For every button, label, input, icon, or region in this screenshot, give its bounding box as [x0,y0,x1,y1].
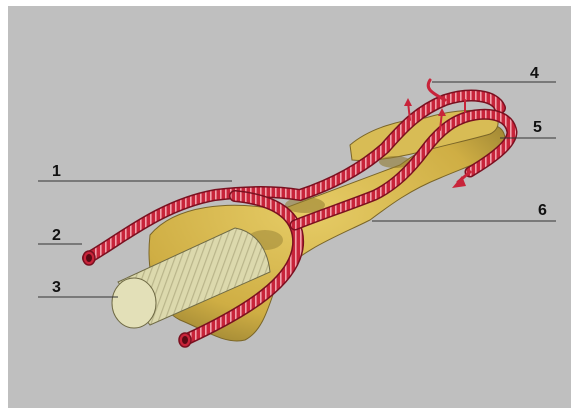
label-2: 2 [52,227,61,244]
label-1: 1 [52,163,61,180]
label-4: 4 [530,65,539,82]
arrowhead-small-2 [438,108,446,116]
arrowhead-small-1 [404,98,412,106]
proximal-bone [149,124,505,341]
label-5: 5 [533,119,542,136]
artery-opening-upper-lumen [86,254,92,262]
label-6: 6 [538,202,547,219]
artery-tip-loop [428,80,445,100]
label-3: 3 [52,279,61,296]
artery-opening-lower-lumen [182,336,188,344]
tendon-cut-end [112,278,156,328]
bone-group [149,110,505,341]
